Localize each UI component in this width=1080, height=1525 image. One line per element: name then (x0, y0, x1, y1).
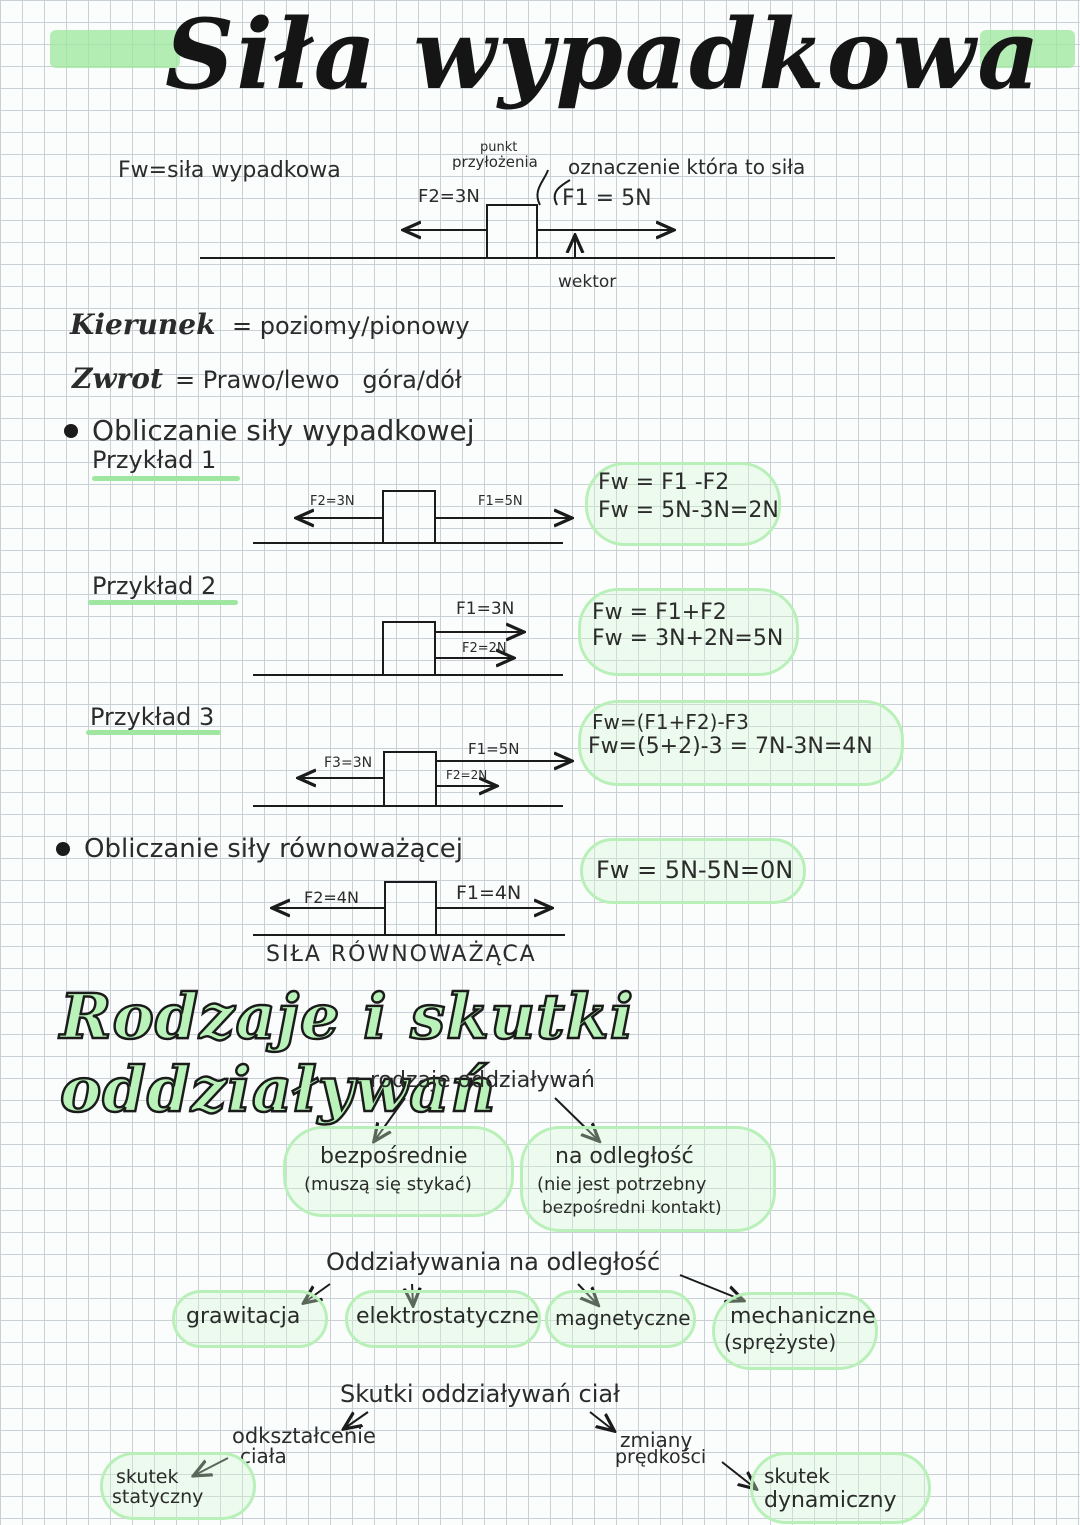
effect-zmiany-2: prędkości (615, 1446, 707, 1468)
fw-definition: Fw=siła wypadkowa (118, 158, 341, 183)
example-1-underline (92, 476, 240, 481)
example-1-label: Przykład 1 (92, 446, 217, 474)
tree-distance: na odległość (555, 1144, 694, 1169)
tree-distance-note-1: (nie jest potrzebny (537, 1174, 707, 1195)
type-grawitacja: grawitacja (186, 1304, 301, 1329)
ex4-eq: Fw = 5N-5N=0N (596, 856, 794, 884)
type-magnetyczne: magnetyczne (555, 1306, 691, 1330)
section-2-title: Rodzaje i skutki oddziaływań (59, 979, 635, 1128)
tree-distance-note-2: bezpośredni kontakt) (542, 1198, 722, 1218)
zwrot-value: = Prawo/lewo góra/dół (175, 366, 462, 394)
distance-heading: Oddziaływania na odległość (326, 1248, 661, 1276)
tree-direct: bezpośrednie (320, 1144, 468, 1169)
example-3-label: Przykład 3 (90, 703, 215, 731)
type-cloud-3 (545, 1290, 696, 1348)
ex4-caption: SIŁA RÓWNOWAŻĄCA (266, 942, 537, 967)
effects-heading: Skutki oddziaływań ciał (340, 1380, 620, 1408)
diagram-f2: F2=3N (418, 186, 480, 207)
effect-odksztalcenie-1: odkształcenie (232, 1424, 376, 1448)
ex3-cloud (578, 700, 904, 786)
ex2-f2: F2=2N (462, 641, 507, 656)
bullet-dot-1 (64, 424, 78, 438)
effect-zmiany-1: zmiany (620, 1428, 693, 1452)
bullet-obliczanie-rownowazacej: Obliczanie siły równoważącej (84, 834, 464, 864)
ex3-f2: F2=2N (446, 768, 488, 782)
ex1-f1: F1=5N (478, 494, 523, 509)
static-2: statyczny (112, 1486, 204, 1508)
ex1-f2: F2=3N (310, 494, 355, 509)
type-mechaniczne-note: (sprężyste) (724, 1330, 837, 1354)
ex4-f1: F1=4N (456, 882, 522, 904)
dynamic-2: dynamiczny (764, 1488, 897, 1513)
zwrot-term: Zwrot (72, 362, 163, 395)
ex3-eq1: Fw=(F1+F2)-F3 (592, 710, 749, 734)
ex2-f1: F1=3N (456, 599, 515, 619)
ex1-eq1: Fw = F1 -F2 (598, 470, 730, 495)
ex3-eq2: Fw=(5+2)-3 = 7N-3N=4N (588, 734, 873, 759)
bullet-dot-2 (56, 842, 70, 856)
ex1-eq2: Fw = 5N-3N=2N (598, 498, 779, 523)
ex4-f2: F2=4N (304, 888, 359, 907)
ex3-f3: F3=3N (324, 755, 373, 771)
title-highlight-left (50, 30, 180, 68)
label-punkt: punkt (480, 140, 518, 155)
example-3-underline (86, 730, 221, 735)
type-cloud-4 (712, 1292, 878, 1370)
type-mechaniczne: mechaniczne (730, 1304, 876, 1329)
ex2-eq2: Fw = 3N+2N=5N (592, 626, 784, 651)
example-2-label: Przykład 2 (92, 572, 217, 600)
ex4-cloud (580, 838, 806, 904)
kierunek-value: = poziomy/pionowy (232, 312, 470, 340)
ex2-eq1: Fw = F1+F2 (592, 600, 727, 625)
type-cloud-1 (172, 1290, 328, 1348)
bullet-obliczanie-wypadkowej: Obliczanie siły wypadkowej (92, 414, 475, 447)
distance-cloud (520, 1126, 776, 1232)
tree-direct-note: (muszą się stykać) (304, 1174, 472, 1195)
label-wektor: wektor (558, 272, 617, 292)
page-title: Siła wypadkowa (165, 0, 1042, 111)
type-cloud-2 (345, 1290, 541, 1348)
title-highlight-right (980, 30, 1075, 68)
ex1-cloud (585, 462, 781, 546)
static-cloud (100, 1452, 256, 1520)
tree-root: rodzaje oddziaływań (370, 1068, 595, 1093)
label-przylozenia: przyłożenia (452, 153, 538, 171)
dynamic-1: skutek (764, 1464, 830, 1488)
ex2-cloud (578, 588, 799, 676)
diagram-f1: F1 = 5N (562, 186, 652, 211)
type-elektrostatyczne: elektrostatyczne (356, 1304, 539, 1329)
ex3-f1: F1=5N (468, 740, 520, 758)
dynamic-cloud (750, 1452, 931, 1524)
static-1: skutek (116, 1466, 179, 1488)
example-2-underline (88, 600, 238, 605)
kierunek-term: Kierunek (70, 308, 216, 341)
direct-cloud (283, 1126, 514, 1217)
label-oznaczenie: oznaczenie która to siła (568, 155, 806, 179)
